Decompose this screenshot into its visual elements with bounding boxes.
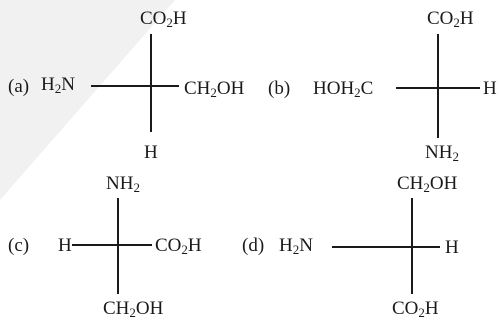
- option-c-bottom-group: CH2OH: [103, 298, 164, 320]
- option-b-label: (b): [268, 78, 291, 99]
- option-c-top-group: NH2: [106, 173, 140, 195]
- option-b-left-group: HOH2C: [313, 78, 374, 100]
- option-d-left-group: H2N: [279, 235, 313, 257]
- option-b-right-group: H: [483, 78, 497, 99]
- option-a-label: (a): [8, 76, 30, 97]
- option-b-vertical-bond: [437, 34, 439, 138]
- option-c-label: (c): [8, 235, 30, 256]
- option-a-bottom-group: H: [144, 142, 158, 163]
- option-c-left-group: H: [58, 235, 72, 256]
- option-c-horizontal-bond: [72, 244, 152, 246]
- option-a-top-group: CO2H: [140, 8, 187, 30]
- option-d-right-group: H: [445, 237, 459, 258]
- option-d-bottom-group: CO2H: [392, 298, 439, 320]
- option-a-horizontal-bond: [91, 85, 179, 87]
- option-a-vertical-bond: [150, 34, 152, 132]
- option-d-top-group: CH2OH: [397, 173, 458, 195]
- option-d-vertical-bond: [411, 198, 413, 294]
- option-a-left-group: H2N: [41, 74, 75, 96]
- option-d-label: (d): [242, 235, 265, 256]
- option-b-top-group: CO2H: [427, 8, 474, 30]
- option-d-horizontal-bond: [332, 246, 440, 248]
- option-b-bottom-group: NH2: [425, 142, 459, 164]
- option-c-right-group: CO2H: [155, 235, 202, 257]
- option-a-right-group: CH2OH: [184, 78, 245, 100]
- option-c-vertical-bond: [117, 198, 119, 294]
